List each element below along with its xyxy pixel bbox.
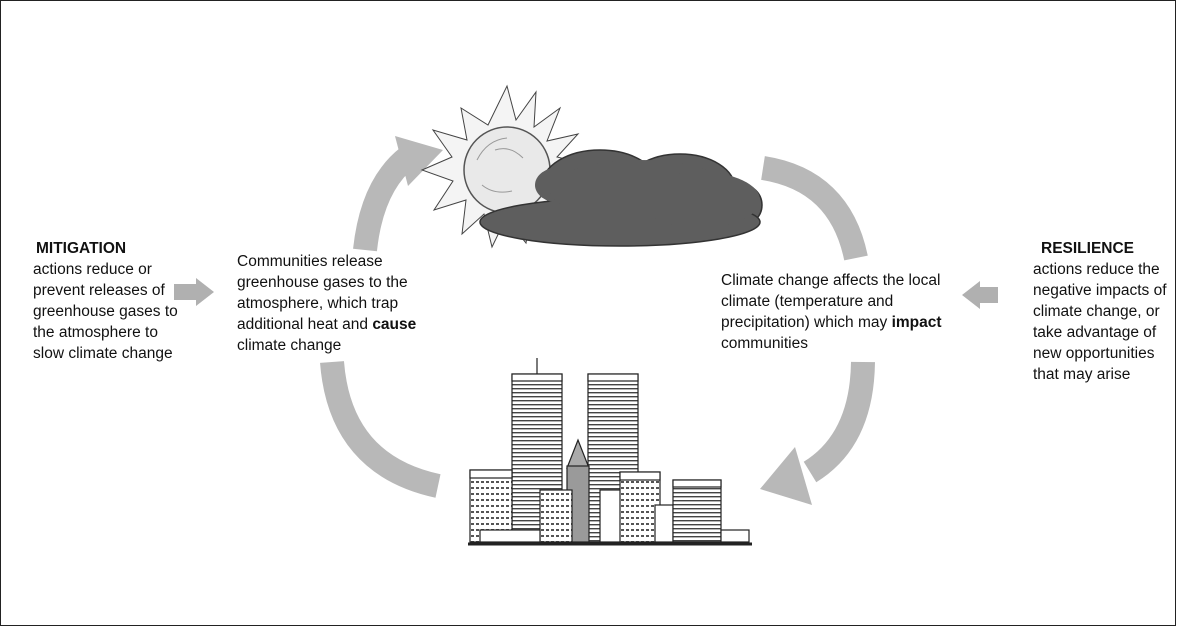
mitigation-text: actions reduce or prevent releases of gr…: [33, 261, 178, 362]
resilience-text: actions reduce the negative impacts of c…: [1033, 261, 1167, 383]
impact-emphasis: impact: [891, 314, 942, 331]
cause-emphasis: cause: [372, 316, 417, 333]
climate-change-affects-text-end: communities: [721, 335, 808, 352]
communities-release-block: Communities release greenhouse gases to …: [237, 251, 437, 356]
mitigation-block: MITIGATION actions reduce or prevent rel…: [33, 238, 183, 364]
climate-change-affects-text: Climate change affects the local climate…: [721, 272, 941, 331]
city-skyline-icon: [468, 358, 752, 546]
resilience-arrow: [962, 281, 998, 309]
communities-release-text-end: climate change: [237, 337, 342, 354]
cycle-arrow-top-right: [760, 156, 868, 261]
mitigation-title: MITIGATION: [36, 240, 127, 257]
cycle-arrow-bottom-left: [320, 360, 441, 498]
climate-change-affects-block: Climate change affects the local climate…: [721, 270, 961, 354]
cycle-arrow-top-left: [353, 136, 443, 252]
mitigation-arrow: [174, 278, 214, 306]
cycle-arrow-bottom-right: [760, 361, 875, 505]
cloud-icon: [479, 149, 763, 247]
resilience-title: RESILIENCE: [1041, 240, 1135, 257]
communities-release-text: Communities release greenhouse gases to …: [237, 253, 408, 333]
resilience-block: RESILIENCE actions reduce the negative i…: [1033, 238, 1173, 385]
